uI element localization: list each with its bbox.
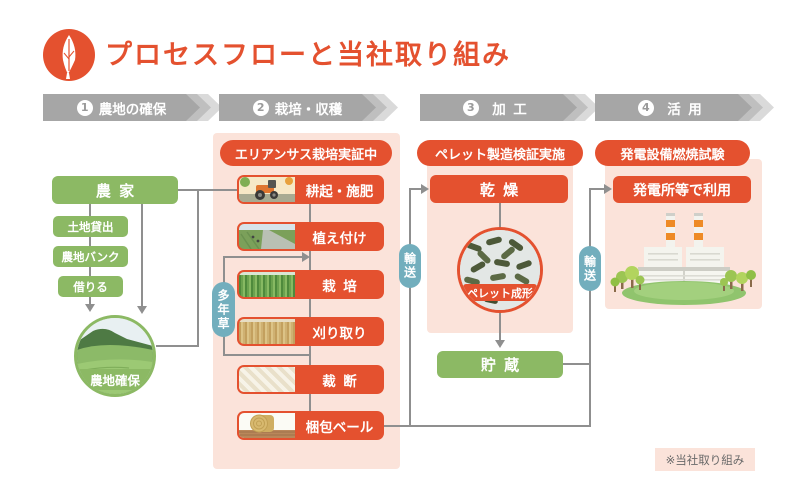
land-lease-box: 土地貸出 <box>53 216 128 237</box>
flow-line <box>563 363 591 365</box>
green-grass-photo <box>239 272 295 297</box>
farmland-bank-box: 農地バンク <box>53 246 128 267</box>
farmer-box: 農家 <box>52 176 178 204</box>
step-label: 耕起・施肥 <box>305 183 374 200</box>
flow-line <box>141 204 143 308</box>
processing-banner: ペレット製造検証実施 <box>417 140 583 166</box>
step-banner-2: 2 栽培・収穫 <box>219 94 401 121</box>
storage-box: 貯蔵 <box>437 351 563 378</box>
flow-line <box>223 354 311 356</box>
step-label: 刈り取り <box>312 325 367 342</box>
flow-arrow <box>604 184 612 194</box>
step-label: 梱包ベール <box>305 419 374 436</box>
flow-line <box>499 203 501 229</box>
step-banner-1: 1 農地の確保 <box>43 94 225 121</box>
growing-step: 栽培 <box>237 270 384 299</box>
step-number-badge: 2 <box>253 100 269 116</box>
planting-step: 植え付け <box>237 222 384 251</box>
power-plant-illustration <box>608 213 760 305</box>
perennial-badge: 多年草 <box>212 282 235 337</box>
planting-field-photo <box>239 224 295 249</box>
dry-grass-photo <box>239 319 295 344</box>
transport-badge-left: 輸送 <box>399 244 421 288</box>
flow-line <box>409 189 411 427</box>
flow-arrow <box>137 306 147 314</box>
step-banner-body: 1 農地の確保 <box>43 94 200 121</box>
step-banner-3: 3 加工 <box>420 94 602 121</box>
step-label: 加工 <box>492 101 535 118</box>
pellet-forming-circle: ペレット成形 <box>457 227 543 313</box>
erianthus-plume-icon <box>43 29 95 81</box>
flow-arrow <box>85 304 95 312</box>
flow-arrow <box>302 252 310 262</box>
flow-line <box>499 311 501 342</box>
flow-line <box>409 188 422 190</box>
cultivation-banner: エリアンサス栽培実証中 <box>220 140 392 166</box>
flow-line <box>156 345 199 347</box>
step-label: 栽培・収穫 <box>274 101 343 118</box>
flow-line <box>178 189 238 191</box>
farmland-secured-circle: 農地確保 <box>74 315 156 397</box>
step-label: 裁断 <box>322 373 365 390</box>
step-label: 農地の確保 <box>98 101 167 118</box>
flow-line <box>383 425 591 427</box>
power-plant-use-box: 発電所等で利用 <box>613 176 751 203</box>
step-label: 活用 <box>667 101 710 118</box>
step-label: 栽培 <box>322 278 365 295</box>
baling-step: 梱包ベール <box>237 411 384 440</box>
flow-line <box>197 189 199 347</box>
step-banner-4: 4 活用 <box>595 94 777 121</box>
cutting-step: 裁断 <box>237 365 384 394</box>
flow-line <box>223 256 303 258</box>
page-title: プロセスフローと当社取り組み <box>105 40 511 71</box>
flow-line <box>589 189 591 427</box>
flow-line <box>309 204 311 412</box>
transport-badge-right: 輸送 <box>579 246 601 291</box>
step-number-badge: 1 <box>77 100 93 116</box>
flow-arrow <box>495 340 505 348</box>
flow-line <box>589 188 605 190</box>
utilization-banner: 発電設備燃焼試験 <box>595 140 750 166</box>
flow-arrow <box>421 184 429 194</box>
borrow-box: 借りる <box>58 276 123 297</box>
step-number-badge: 3 <box>463 100 479 116</box>
mowing-step: 刈り取り <box>237 317 384 346</box>
hay-bale-illustration <box>239 413 295 438</box>
farmland-secured-label: 農地確保 <box>77 369 153 390</box>
drying-box: 乾燥 <box>430 175 568 203</box>
chopped-straw-photo <box>239 367 295 392</box>
step-banner-body: 3 加工 <box>420 94 577 121</box>
tractor-illustration <box>239 177 295 202</box>
step-label: 植え付け <box>312 230 367 247</box>
company-initiative-note: ※当社取り組み <box>655 448 755 471</box>
pellet-forming-label: ペレット成形 <box>463 284 537 301</box>
step-number-badge: 4 <box>638 100 654 116</box>
step-banner-body: 4 活用 <box>595 94 752 121</box>
step-banner-body: 2 栽培・収穫 <box>219 94 376 121</box>
tilling-fertilizing-step: 耕起・施肥 <box>237 175 384 204</box>
